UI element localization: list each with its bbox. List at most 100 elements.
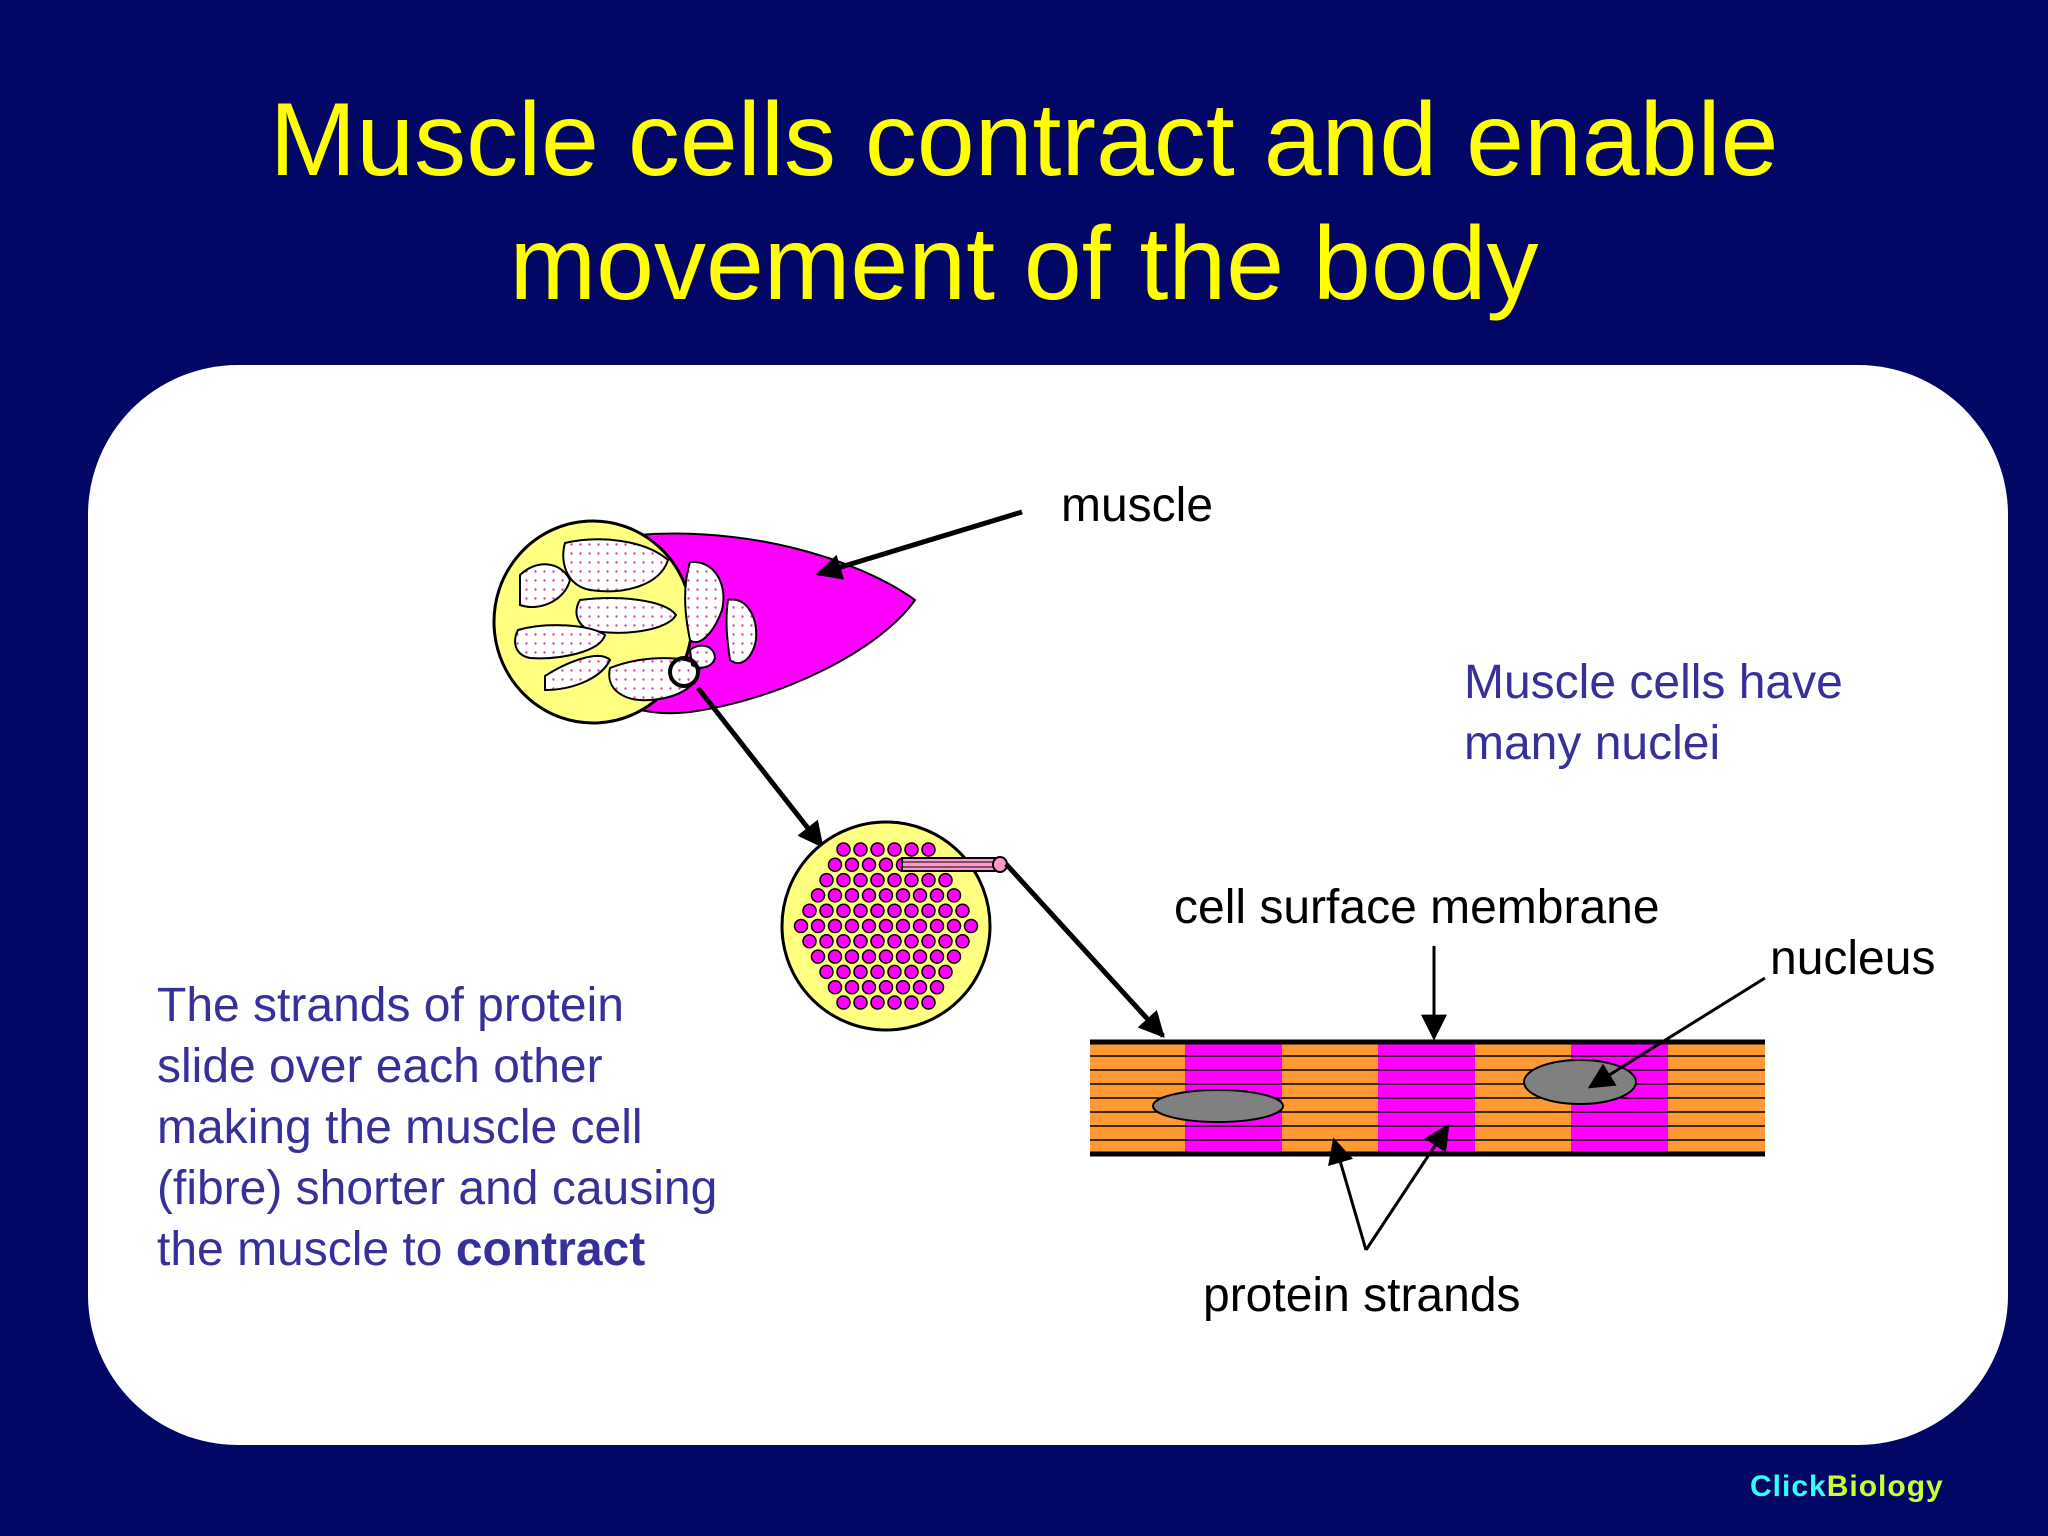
myofibril-dot bbox=[861, 949, 877, 964]
myofibril-dot bbox=[887, 903, 902, 918]
myofibril-dot bbox=[887, 995, 902, 1010]
myofibril-dot bbox=[929, 949, 945, 964]
protein-strand-pointer bbox=[1364, 1123, 1450, 1251]
myofibril-dot bbox=[853, 964, 868, 980]
myofibril-dot bbox=[887, 872, 902, 888]
myofibril-dot bbox=[912, 979, 928, 995]
myofibril-dot bbox=[870, 964, 885, 980]
strands-note-line-3: making the muscle cell bbox=[157, 1101, 643, 1154]
brand-biology: Biology bbox=[1826, 1470, 1944, 1503]
myofibril-dot bbox=[895, 979, 911, 995]
brand-click: Click bbox=[1750, 1470, 1827, 1503]
myofibril-dot bbox=[878, 857, 894, 873]
title-line-1: Muscle cells contract and enable bbox=[269, 82, 1779, 198]
myofibril-dot bbox=[861, 918, 877, 934]
nuclei-note-line-2: many nuclei bbox=[1464, 717, 1721, 770]
myofibril-dot bbox=[853, 842, 868, 857]
myofibril-dot bbox=[904, 964, 919, 980]
myofibril-dot bbox=[870, 934, 885, 949]
myofibril-dot bbox=[921, 842, 936, 857]
protein-strands-label: protein strands bbox=[1203, 1269, 1521, 1322]
myofibril-dot bbox=[938, 934, 953, 949]
myofibril-dot bbox=[853, 995, 868, 1010]
magnified-fibre-marker bbox=[668, 656, 700, 688]
myofibril-dot bbox=[904, 842, 919, 857]
myofibril-dot bbox=[912, 888, 928, 903]
myofibril-strand bbox=[901, 856, 1008, 873]
myofibril-dot bbox=[878, 979, 894, 995]
myofibril-dot bbox=[802, 934, 817, 949]
myofibril-dot bbox=[861, 888, 877, 903]
muscle-fibre-bundles bbox=[514, 538, 758, 702]
myofibril-dot bbox=[861, 979, 877, 995]
myofibril-dot bbox=[844, 979, 860, 995]
myofibril-dot bbox=[819, 934, 834, 949]
myofibril-dot bbox=[870, 995, 885, 1010]
myofibril-dot bbox=[810, 949, 826, 964]
strands-note-line-1: The strands of protein bbox=[157, 979, 624, 1032]
myofibril-dot bbox=[844, 949, 860, 964]
contract-emphasis: contract bbox=[455, 1223, 646, 1276]
myofibril-dot bbox=[819, 964, 834, 980]
myofibril-dot bbox=[827, 918, 843, 934]
myofibril-dot bbox=[938, 903, 953, 918]
myofibril-dot bbox=[955, 934, 970, 949]
myofibril-dot bbox=[844, 857, 860, 873]
title-line-2: movement of the body bbox=[509, 206, 1539, 322]
myofibril-dot bbox=[844, 918, 860, 934]
myofibril-dot bbox=[836, 995, 851, 1010]
brand-logo: ClickBiology bbox=[1750, 1470, 1944, 1504]
myofibril-dot bbox=[963, 918, 979, 934]
myofibril-dot bbox=[844, 888, 860, 903]
myofibril-dot bbox=[929, 888, 945, 903]
myofibril-dot bbox=[836, 903, 851, 918]
myofibril-dot bbox=[878, 918, 894, 934]
myofibril-dot bbox=[895, 918, 911, 934]
myofibril-dot bbox=[870, 842, 885, 857]
myofibril-dot bbox=[929, 979, 945, 995]
myofibril-dot bbox=[921, 872, 936, 888]
myofibril-dot bbox=[946, 918, 962, 934]
muscle-pointer bbox=[815, 509, 1023, 580]
fibre-section-arrow bbox=[1004, 862, 1165, 1038]
myofibril-dot bbox=[827, 979, 843, 995]
myofibril-dot bbox=[836, 964, 851, 980]
nuclei-note-line-1: Muscle cells have bbox=[1464, 656, 1843, 709]
myofibril-dot bbox=[810, 888, 826, 903]
myofibril-dot bbox=[904, 872, 919, 888]
nucleus-shape bbox=[1523, 1059, 1637, 1105]
myofibril-dot bbox=[929, 918, 945, 934]
myofibril-dot bbox=[810, 918, 826, 934]
nucleus-shape bbox=[1152, 1089, 1284, 1123]
strands-note: The strands of protein slide over each o… bbox=[157, 975, 717, 1280]
strands-note-line-4: (fibre) shorter and causing bbox=[157, 1162, 718, 1215]
myofibril-dot bbox=[912, 918, 928, 934]
muscle-fibre-long-section bbox=[1090, 1039, 1765, 1157]
myofibril-dot bbox=[878, 888, 894, 903]
myofibril-dot bbox=[836, 934, 851, 949]
myofibril-dot bbox=[895, 949, 911, 964]
myofibril-dot bbox=[921, 964, 936, 980]
myofibril-dot bbox=[793, 918, 809, 934]
myofibril-dot bbox=[895, 888, 911, 903]
myofibril-dot bbox=[853, 934, 868, 949]
cell-surface-membrane-label: cell surface membrane bbox=[1174, 881, 1660, 934]
myofibril-dot bbox=[827, 888, 843, 903]
myofibril-dot bbox=[955, 903, 970, 918]
myofibril-dot bbox=[912, 949, 928, 964]
myofibril-dot bbox=[853, 872, 868, 888]
myofibril-dot bbox=[904, 903, 919, 918]
slide-title: Muscle cells contract and enable movemen… bbox=[0, 78, 2048, 326]
myofibril-dot bbox=[904, 934, 919, 949]
myofibril-dot bbox=[827, 857, 843, 873]
myofibril-dot bbox=[921, 934, 936, 949]
myofibril-dot bbox=[861, 857, 877, 873]
myofibril-dot bbox=[938, 872, 953, 888]
strands-note-line-2: slide over each other bbox=[157, 1040, 603, 1093]
myofibril-dot bbox=[802, 903, 817, 918]
nuclei-note: Muscle cells have many nuclei bbox=[1464, 652, 1843, 774]
myofibril-dot bbox=[946, 888, 962, 903]
nucleus-pointer bbox=[1587, 976, 1766, 1089]
myofibril-dot bbox=[870, 872, 885, 888]
